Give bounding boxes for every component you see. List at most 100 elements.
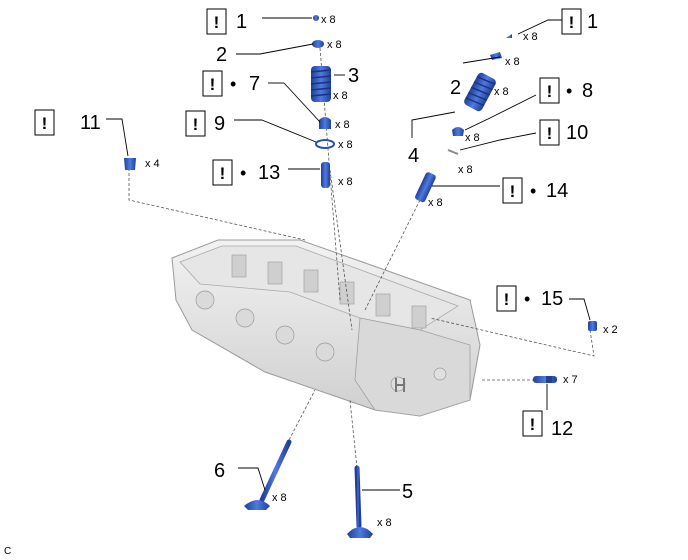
warning-icon-glyph: ! [210, 75, 216, 94]
warning-icon-glyph: ! [220, 164, 226, 183]
part-qty: x 7 [563, 374, 578, 386]
callout-p5: 5 x 8 [377, 481, 413, 529]
plug-11-part [124, 158, 136, 170]
part-qty: x 8 [465, 132, 480, 144]
figure-code: C [4, 546, 11, 557]
warning-icon [185, 110, 206, 137]
valve-stem-oil-seal-part [319, 117, 331, 129]
part-number: 4 [408, 145, 419, 167]
part-number: 6 [214, 460, 225, 482]
leader-lines [106, 17, 591, 491]
warning-icon [202, 70, 223, 97]
warning-icon [212, 159, 233, 186]
callout-p9: ! 9 x 8 [185, 110, 353, 151]
intake-valve-guide-bush-part [321, 162, 330, 188]
part-qty: x 2 [603, 324, 618, 336]
cylinder-head [171, 239, 481, 417]
warning-icon [539, 77, 560, 104]
new-part-bullet: • [530, 181, 536, 201]
warning-icon [502, 177, 523, 204]
callout-p15: ! • 15 x 2 [496, 285, 618, 336]
callout-p14: ! • 14 x 8 [428, 177, 568, 209]
valve-spring-retainer-right-part [490, 52, 502, 60]
part-qty: x 8 [505, 56, 520, 68]
part-number: 14 [546, 180, 568, 202]
warning-icon [34, 109, 55, 136]
valve-key-left-part [313, 15, 319, 21]
warning-icon [206, 8, 227, 35]
callout-p1a: ! 1 x 8 [206, 8, 336, 35]
callout-p6: 6 x 8 [214, 460, 287, 504]
warning-icon-glyph: ! [510, 182, 516, 201]
valve-spring-seat-right-part [447, 149, 459, 155]
part-qty: x 8 [523, 31, 538, 43]
part-number: 11 [80, 112, 101, 134]
warning-icon [496, 285, 517, 312]
callout-p1b: ! 1 x 8 [523, 8, 598, 43]
warning-icon-glyph: ! [504, 290, 510, 309]
part-qty: x 8 [377, 517, 392, 529]
part-number: 7 [249, 73, 260, 95]
callout-p12: x 7 ! 12 [522, 374, 578, 440]
part-qty: x 8 [333, 90, 348, 102]
valve-key-right-part [506, 34, 512, 38]
warning-icon-glyph: ! [193, 115, 199, 134]
callout-p3: 3 x 8 [333, 65, 359, 102]
part-number: 13 [258, 162, 280, 184]
part-number: 5 [402, 481, 413, 503]
warning-icon-glyph: ! [547, 124, 553, 143]
callout-p2b: 2 x 8 [450, 56, 520, 99]
pin-12-part [533, 376, 557, 383]
plug-15-part [588, 321, 597, 331]
part-qty: x 8 [327, 39, 342, 51]
callout-p7: ! • 7 x 8 [202, 70, 350, 131]
callout-p4: 4 [408, 145, 419, 167]
new-part-bullet: • [524, 289, 530, 309]
exhaust-valve-guide-bush-part [415, 172, 436, 203]
part-qty: x 8 [321, 14, 336, 26]
callout-p2a: 2 x 8 [216, 39, 342, 66]
valve-spring-right-part [464, 72, 496, 112]
part-qty: x 8 [338, 139, 353, 151]
valve-spring-part [310, 66, 332, 102]
warning-icon-glyph: ! [214, 13, 220, 32]
part-qty: x 8 [458, 164, 473, 176]
exhaust-valve-part [347, 465, 373, 538]
intake-valve-part [244, 439, 292, 510]
part-number: 1 [587, 11, 598, 33]
part-qty: x 4 [145, 158, 160, 170]
callout-p11: ! 11 x 4 [34, 109, 160, 170]
new-part-bullet: • [230, 74, 236, 94]
new-part-bullet: • [566, 81, 572, 101]
new-part-bullet: • [240, 163, 246, 183]
warning-icon-glyph: ! [42, 114, 48, 133]
valve-spring-seat-part [315, 139, 335, 149]
callout-p13: ! • 13 x 8 [212, 159, 353, 188]
warning-icon [561, 8, 582, 35]
part-qty-spring: x 8 [494, 86, 509, 98]
part-qty: x 8 [428, 197, 443, 209]
part-number: 2 [450, 77, 461, 99]
warning-icon-glyph: ! [569, 13, 575, 32]
warning-icon [522, 410, 543, 437]
valve-spring-retainer-left-part [312, 40, 324, 48]
warning-icon-glyph: ! [547, 82, 553, 101]
warning-icon [539, 119, 560, 146]
part-number: 3 [348, 65, 359, 87]
warning-icon-glyph: ! [530, 415, 536, 434]
part-number: 1 [236, 11, 247, 33]
part-number: 10 [566, 122, 588, 144]
valve-stem-oil-seal-right-part [452, 127, 464, 136]
part-number: 9 [214, 113, 225, 135]
part-number: 2 [216, 44, 227, 66]
part-number: 12 [551, 418, 573, 440]
part-qty: x 8 [335, 119, 350, 131]
callout-p8: ! • 8 x 8 x 8 [465, 77, 593, 144]
callout-p10: ! 10 x 8 [458, 119, 588, 176]
part-number: 15 [541, 288, 563, 310]
part-number: 8 [582, 80, 593, 102]
part-qty: x 8 [272, 492, 287, 504]
valve-parts [124, 15, 597, 538]
part-qty: x 8 [338, 176, 353, 188]
